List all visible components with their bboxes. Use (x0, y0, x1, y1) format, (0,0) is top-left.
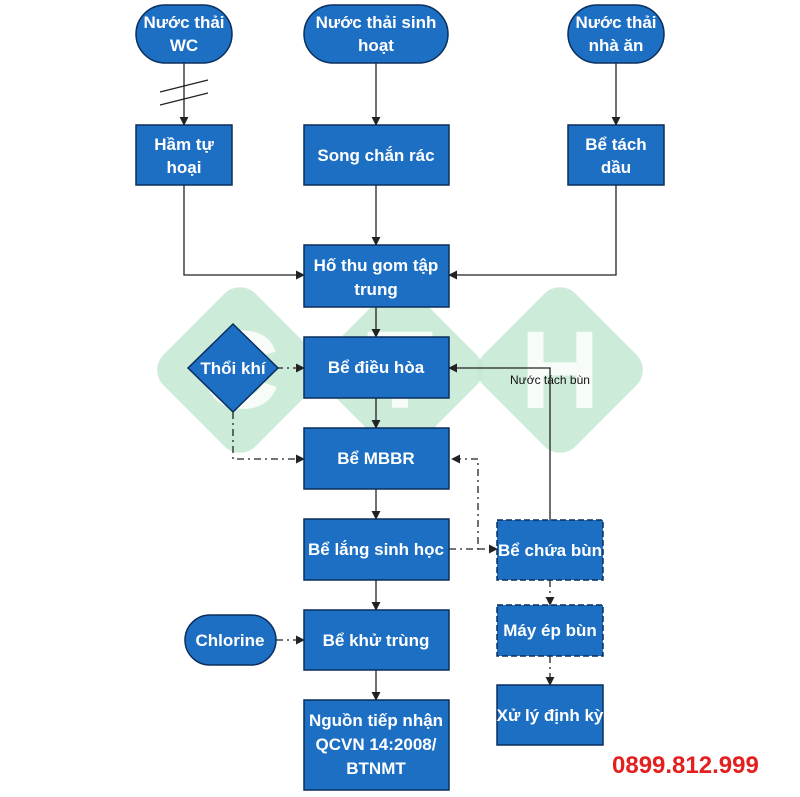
phone-number[interactable]: 0899.812.999 (612, 752, 759, 779)
label-be-dieu-hoa: Bể điều hòa (328, 358, 425, 377)
wc-break-marks (159, 79, 209, 106)
node-be-chua-bun (496, 519, 604, 581)
label-song-chan-rac: Song chắn rác (317, 146, 434, 165)
node-chlorine (184, 614, 277, 666)
label-thoi-khi: Thổi khí (200, 359, 266, 378)
label-be-mbbr: Bể MBBR (337, 449, 414, 468)
label-be-khu-trung: Bể khử trùng (323, 631, 430, 650)
nodes (135, 4, 665, 791)
node-nha-an (567, 4, 665, 64)
label-chlorine: Chlorine (196, 631, 265, 650)
node-ham-tu-hoai (135, 124, 233, 186)
node-xu-ly-dinh-ky (496, 684, 604, 746)
watermark-logo: C T H (157, 287, 643, 453)
node-be-tach-dau (567, 124, 665, 186)
dashed-connectors (232, 363, 555, 686)
edge-thoikhi-to-mbbr (232, 412, 305, 464)
node-nguon-tiep-nhan (303, 699, 450, 791)
node-sinh-hoat (303, 4, 449, 64)
node-ho-thu-gom (303, 244, 450, 308)
label-may-ep-bun: Máy ép bùn (503, 621, 597, 640)
edge-lang-to-mbbr (449, 454, 479, 550)
node-be-mbbr (303, 427, 450, 490)
edge-nuoc-tach-bun (448, 363, 551, 520)
node-song-chan-rac (303, 124, 450, 186)
node-be-lang (303, 518, 450, 581)
node-wc (135, 4, 233, 64)
edge-ham-to-hothu (183, 185, 305, 280)
node-may-ep-bun (496, 604, 604, 657)
connectors (179, 63, 621, 701)
break-mark-2 (159, 92, 209, 106)
node-be-dieu-hoa (303, 336, 450, 399)
edge-label-nuoc-tach-bun: Nước tách bùn (510, 373, 590, 387)
label-be-chua-bun: Bể chứa bùn (498, 541, 602, 560)
edge-tachdau-to-hothu (448, 185, 617, 280)
node-be-khu-trung (303, 609, 450, 671)
node-thoi-khi (186, 322, 280, 414)
watermark-diamond-h (477, 287, 643, 453)
break-mark-1 (159, 79, 209, 93)
label-xu-ly-dinh-ky: Xử lý định kỳ (497, 706, 604, 725)
watermark-letter-h: H (520, 309, 599, 432)
label-be-lang: Bể lắng sinh học (308, 540, 444, 559)
